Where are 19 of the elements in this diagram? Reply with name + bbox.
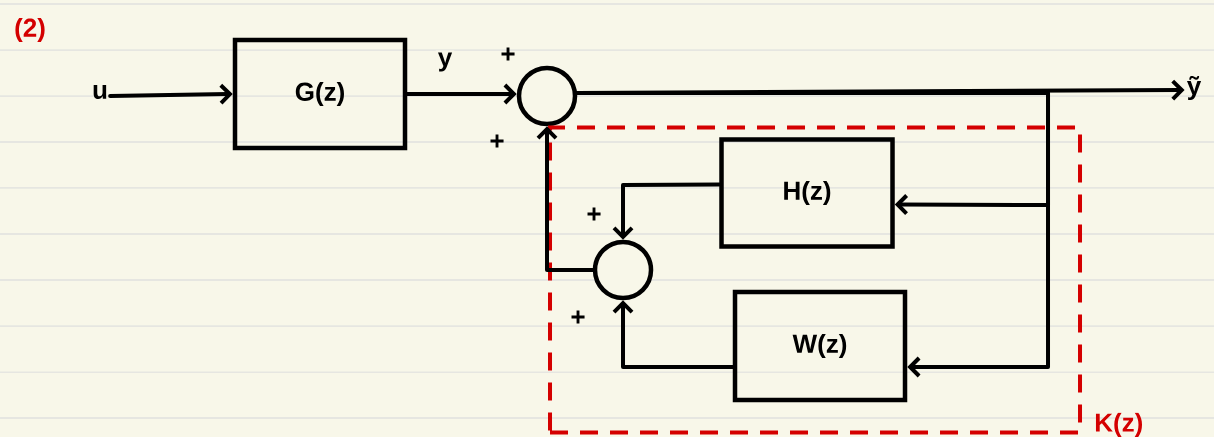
arrow — [108, 83, 233, 105]
signal-label: u — [93, 85, 107, 99]
sign-label: + — [571, 310, 585, 324]
arrow — [575, 91, 1050, 378]
arrow — [612, 182, 722, 240]
block-box: H(z) — [719, 137, 895, 249]
summing-junction — [592, 239, 654, 301]
sign-label: + — [587, 207, 601, 221]
block-box: G(z) — [232, 37, 408, 151]
figure-number: (2) — [15, 17, 45, 43]
summing-junction — [516, 65, 578, 127]
arrow — [612, 300, 735, 369]
node-label: K(z) — [1095, 412, 1143, 437]
sign-label: + — [490, 134, 504, 148]
arrow — [536, 126, 595, 272]
block-box: W(z) — [732, 289, 908, 403]
sign-label: + — [501, 47, 515, 61]
signal-label: ỹ — [1187, 75, 1202, 101]
arrow — [405, 83, 517, 105]
